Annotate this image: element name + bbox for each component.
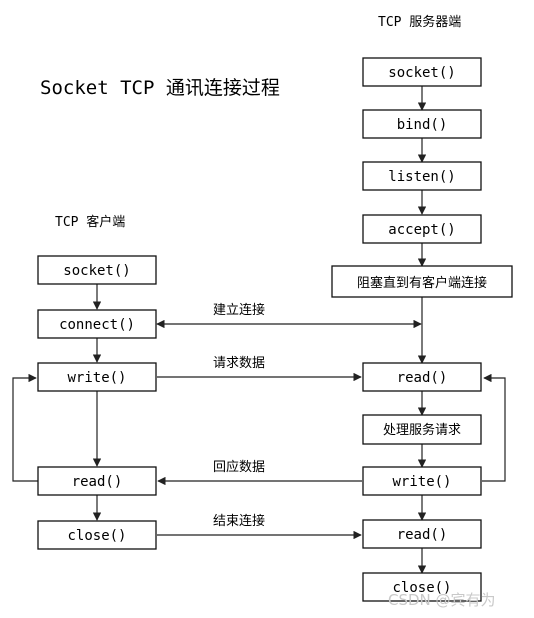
client-read-box: read(): [37, 466, 157, 496]
server-close-box: close(): [362, 572, 482, 602]
message-connect-label: 建立连接: [213, 302, 265, 318]
server-process-box: 处理服务请求: [362, 414, 482, 445]
server-read-box: read(): [362, 362, 482, 392]
svg-text:bind(): bind(): [397, 117, 448, 133]
diagram-title: Socket TCP 通讯连接过程: [40, 77, 280, 99]
svg-text:write(): write(): [67, 370, 126, 386]
server-listen-box: listen(): [362, 161, 482, 191]
svg-text:accept(): accept(): [388, 222, 455, 238]
server-header: TCP 服务器端: [378, 14, 461, 30]
svg-text:close(): close(): [392, 580, 451, 596]
svg-text:阻塞直到有客户端连接: 阻塞直到有客户端连接: [357, 275, 487, 291]
client-close-box: close(): [37, 520, 157, 550]
svg-text:read(): read(): [397, 370, 448, 386]
server-accept-box: accept(): [362, 214, 482, 244]
svg-text:write(): write(): [392, 474, 451, 490]
svg-text:socket(): socket(): [388, 65, 455, 81]
svg-text:处理服务请求: 处理服务请求: [383, 422, 461, 438]
message-response-label: 回应数据: [213, 459, 265, 475]
svg-text:connect(): connect(): [59, 317, 135, 333]
client-socket-box: socket(): [37, 255, 157, 285]
svg-text:read(): read(): [397, 527, 448, 543]
arrow-client-loop: [12, 373, 38, 482]
server-write-box: write(): [362, 466, 482, 496]
svg-text:listen(): listen(): [388, 169, 455, 185]
svg-text:close(): close(): [67, 528, 126, 544]
arrow-server-loop: [482, 373, 506, 482]
server-socket-box: socket(): [362, 57, 482, 87]
server-block-box: 阻塞直到有客户端连接: [331, 265, 513, 298]
message-close-label: 结束连接: [213, 513, 265, 529]
server-bind-box: bind(): [362, 109, 482, 139]
watermark: CSDN @宾有为: [388, 591, 496, 609]
client-write-box: write(): [37, 362, 157, 392]
message-request-label: 请求数据: [213, 356, 265, 371]
svg-text:socket(): socket(): [63, 263, 130, 279]
client-header: TCP 客户端: [55, 214, 125, 230]
client-connect-box: connect(): [37, 309, 157, 339]
svg-text:read(): read(): [72, 474, 123, 490]
server-read2-box: read(): [362, 519, 482, 549]
